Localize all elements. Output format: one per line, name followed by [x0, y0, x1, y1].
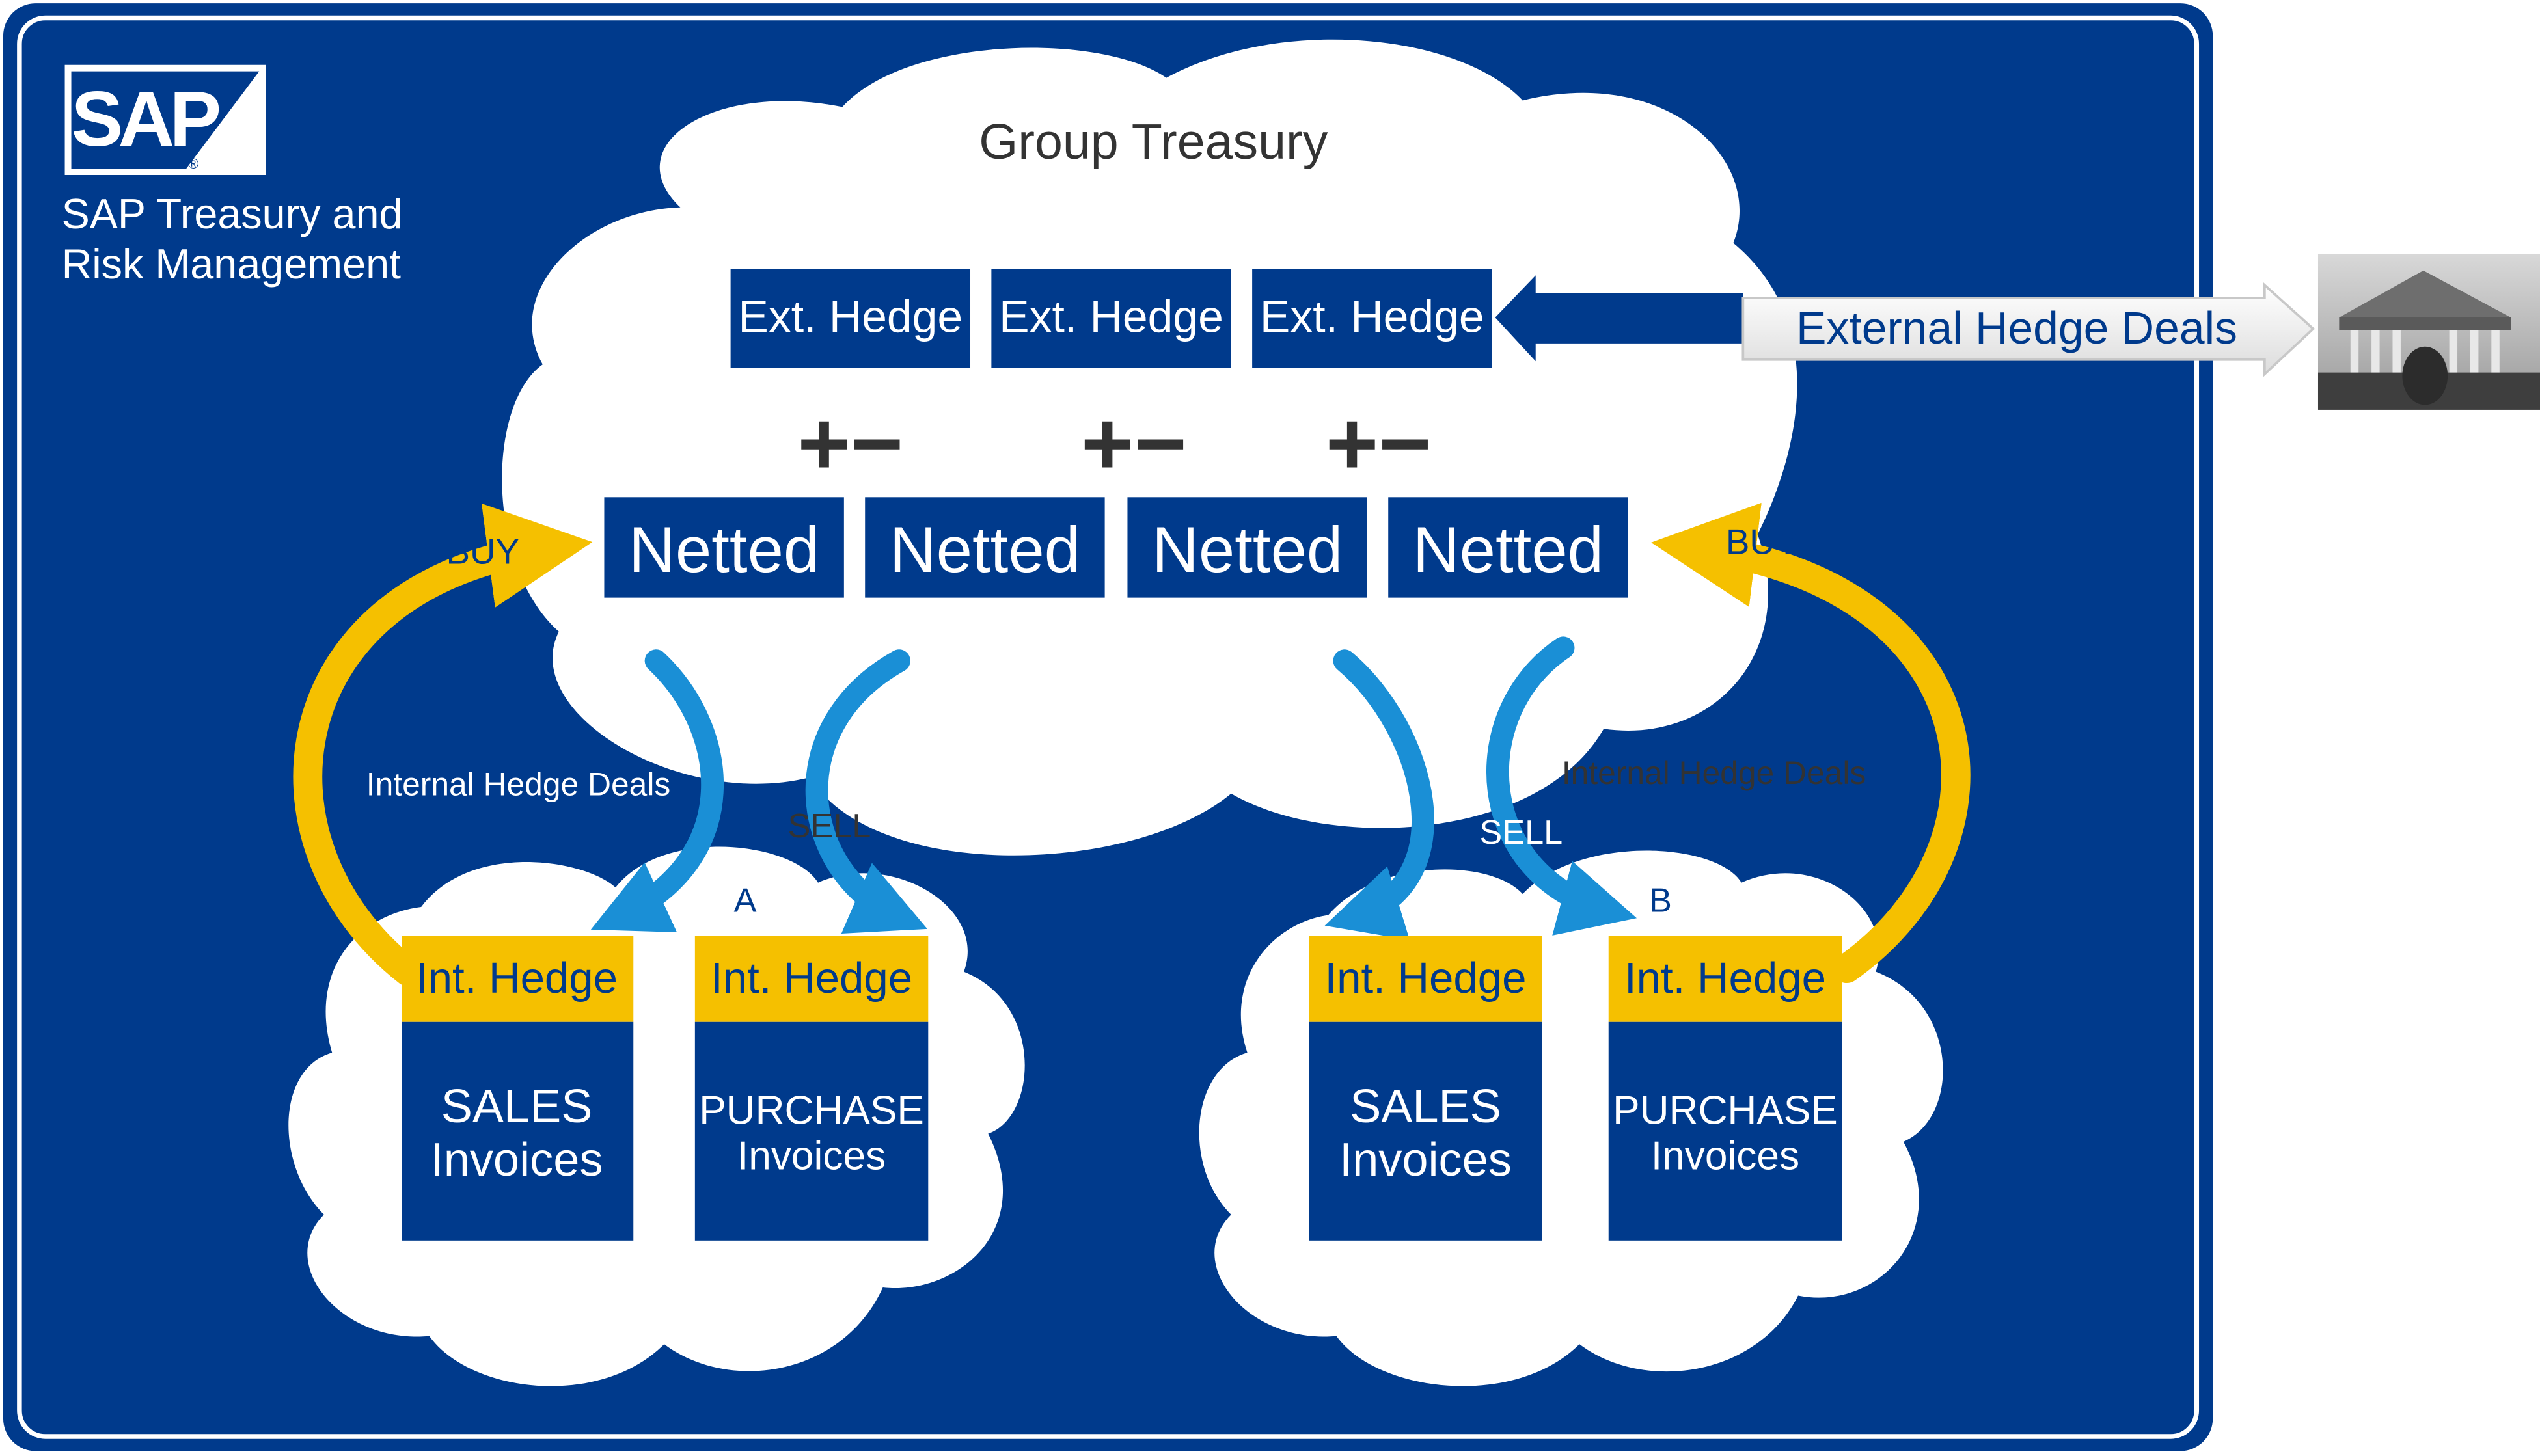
- external-inflow-arrow: [1495, 275, 1743, 362]
- netting-sign: +−: [1081, 392, 1187, 494]
- netted-box: Netted: [1388, 497, 1628, 598]
- entity-b-sales-unit: Int. Hedge SALES Invoices: [1309, 936, 1542, 1241]
- flow-arrow-b-to-sales: [1324, 649, 1434, 940]
- entity-b-purchase-unit: Int. Hedge PURCHASE Invoices: [1608, 936, 1842, 1241]
- sell-arrow-a: [805, 649, 927, 934]
- unit-subtitle: Invoices: [1339, 1134, 1512, 1186]
- sell-label-right: SELL: [1479, 814, 1563, 852]
- unit-subtitle: Invoices: [1651, 1133, 1799, 1178]
- int-hedge-label: Int. Hedge: [711, 954, 912, 1003]
- unit-subtitle: Invoices: [737, 1133, 886, 1178]
- flow-arrow-a-to-sales: [590, 649, 724, 932]
- netted-label: Netted: [629, 514, 819, 586]
- unit-title: SALES: [441, 1081, 593, 1133]
- group-treasury-title: Group Treasury: [979, 114, 1328, 170]
- buy-arrow-right: [1651, 502, 1971, 984]
- netted-label: Netted: [890, 514, 1080, 586]
- netted-box: Netted: [604, 497, 844, 598]
- unit-subtitle: Invoices: [431, 1134, 603, 1186]
- entity-a-sales-unit: Int. Hedge SALES Invoices: [402, 936, 634, 1241]
- netted-label: Netted: [1152, 514, 1343, 586]
- buy-label-right: BUY: [1726, 521, 1799, 561]
- ext-hedge-box: Ext. Hedge: [991, 269, 1231, 368]
- netted-box: Netted: [1127, 497, 1367, 598]
- sell-label-left: SELL: [788, 807, 871, 845]
- ext-hedge-label: Ext. Hedge: [738, 291, 963, 342]
- netting-sign: +−: [1326, 392, 1432, 494]
- sap-logo-registered: ®: [188, 155, 199, 172]
- buy-arrow-left: [293, 503, 593, 987]
- netted-box: Netted: [865, 497, 1105, 598]
- sell-arrow-b: [1486, 636, 1637, 936]
- entity-b-label: B: [1649, 882, 1672, 920]
- internal-hedge-deals-left: Internal Hedge Deals: [366, 766, 671, 802]
- bank-building-image: [2317, 254, 2540, 410]
- internal-hedge-deals-right: Internal Hedge Deals: [1562, 755, 1866, 791]
- entity-a-purchase-unit: Int. Hedge PURCHASE Invoices: [694, 936, 929, 1241]
- buy-label-left: BUY: [446, 531, 519, 571]
- external-hedge-deals-label: External Hedge Deals: [1796, 303, 2237, 353]
- product-title-line1: SAP Treasury and: [62, 190, 403, 237]
- sap-logo: SAP ®: [64, 64, 266, 175]
- unit-title: PURCHASE: [699, 1088, 924, 1133]
- int-hedge-label: Int. Hedge: [1324, 954, 1526, 1003]
- group-treasury-cloud: [502, 39, 1797, 856]
- external-hedge-deals-arrow: External Hedge Deals: [1741, 282, 2315, 377]
- ext-hedge-label: Ext. Hedge: [1260, 291, 1484, 342]
- unit-title: SALES: [1350, 1081, 1501, 1133]
- entity-a-label: A: [734, 882, 757, 920]
- netted-label: Netted: [1413, 514, 1604, 586]
- ext-hedge-box: Ext. Hedge: [730, 269, 971, 368]
- sap-logo-text: SAP: [72, 76, 219, 163]
- int-hedge-label: Int. Hedge: [1624, 954, 1826, 1003]
- ext-hedge-box: Ext. Hedge: [1252, 269, 1492, 368]
- netting-sign: +−: [797, 392, 903, 494]
- unit-title: PURCHASE: [1613, 1088, 1838, 1133]
- product-title-line2: Risk Management: [62, 240, 401, 288]
- ext-hedge-label: Ext. Hedge: [999, 291, 1223, 342]
- int-hedge-label: Int. Hedge: [416, 954, 618, 1003]
